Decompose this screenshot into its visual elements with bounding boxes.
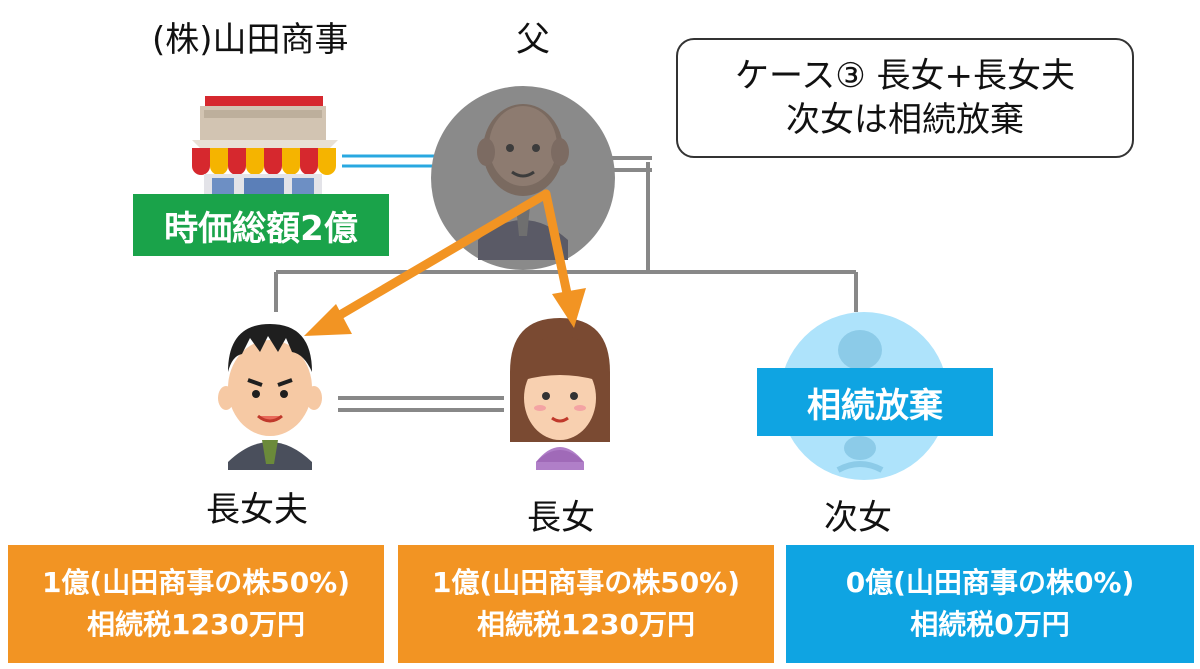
eldest-daughter-icon — [510, 318, 610, 470]
shop-icon — [192, 96, 338, 198]
husband-inheritance-box: 1億(山田商事の株50%) 相続税1230万円 — [8, 545, 384, 663]
husband-label: 長女夫 — [206, 490, 308, 530]
ownership-double-line — [342, 154, 448, 168]
husband-tax: 相続税1230万円 — [87, 608, 305, 641]
marriage-double-line — [338, 396, 504, 412]
second-daughter-share: 0億(山田商事の株0%) — [845, 566, 1135, 599]
case-note-line1: ケース③ 長女+長女夫 — [734, 56, 1076, 96]
inheritance-arrow-to-husband — [304, 189, 551, 336]
second-daughter-tax: 相続税0万円 — [910, 608, 1070, 641]
husband-icon — [218, 324, 322, 470]
husband-share: 1億(山田商事の株50%) — [41, 566, 351, 599]
market-value-tag: 時価総額2億 — [133, 194, 389, 256]
second-daughter-label: 次女 — [824, 498, 892, 538]
case-note: ケース③ 長女+長女夫 次女は相続放棄 — [676, 38, 1134, 158]
case-note-line2: 次女は相続放棄 — [786, 100, 1024, 140]
eldest-daughter-tax: 相続税1230万円 — [477, 608, 695, 641]
company-name: (株)山田商事 — [152, 20, 349, 60]
eldest-daughter-inheritance-box: 1億(山田商事の株50%) 相続税1230万円 — [398, 545, 774, 663]
second-daughter-inheritance-box: 0億(山田商事の株0%) 相続税0万円 — [786, 545, 1194, 663]
father-icon — [431, 86, 615, 270]
eldest-daughter-label: 長女 — [527, 498, 595, 538]
renounce-tag: 相続放棄 — [757, 368, 993, 436]
inheritance-arrow-to-eldest-daughter — [541, 189, 586, 328]
father-label: 父 — [516, 20, 550, 60]
eldest-daughter-share: 1億(山田商事の株50%) — [431, 566, 741, 599]
